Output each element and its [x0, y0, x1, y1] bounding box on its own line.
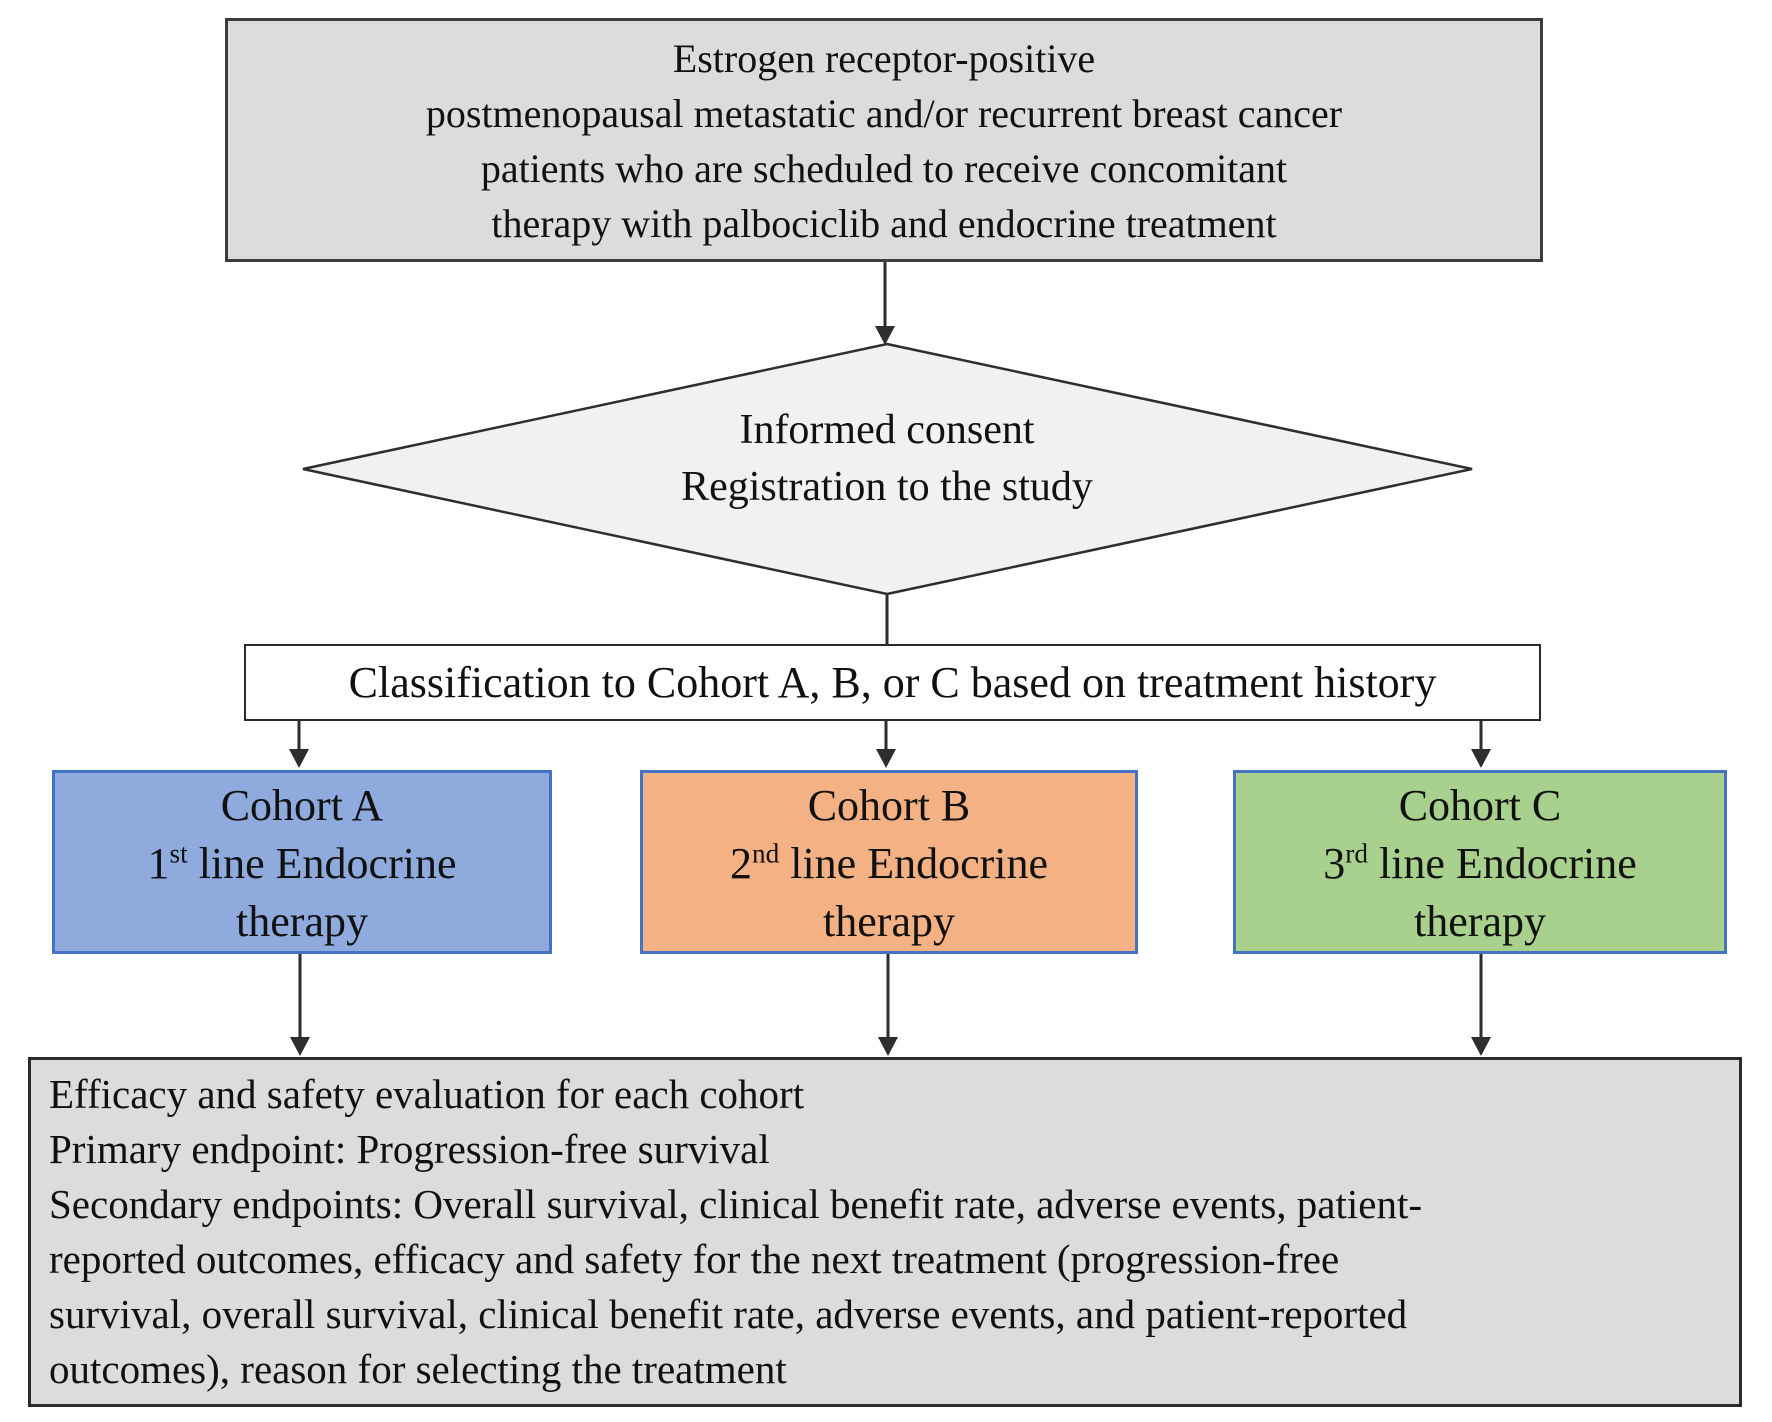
- cohort-c-title: Cohort C: [1398, 781, 1562, 830]
- arrowheads: [289, 326, 1491, 1056]
- population-line-2: postmenopausal metastatic and/or recurre…: [425, 91, 1343, 136]
- cohort-b-therapy-word: therapy: [823, 897, 955, 946]
- population-line-1: Estrogen receptor-positive: [672, 36, 1096, 81]
- cohort-b-ordinal-suffix: nd: [751, 838, 780, 869]
- arrowhead-a-to-evaluation: [290, 1037, 310, 1056]
- arrowhead-to-cohort-c: [1471, 749, 1491, 768]
- population-line-3: patients who are scheduled to receive co…: [480, 146, 1288, 191]
- arrowhead-to-cohort-a: [289, 749, 309, 768]
- evaluation-line-4: reported outcomes, efficacy and safety f…: [49, 1236, 1340, 1282]
- decision-line-2: Registration to the study: [681, 464, 1093, 510]
- arrowhead-c-to-evaluation: [1471, 1037, 1491, 1056]
- cohort-c-therapy-word: therapy: [1414, 897, 1546, 946]
- population-box: Estrogen receptor-positive postmenopausa…: [225, 18, 1543, 262]
- evaluation-box: Efficacy and safety evaluation for each …: [28, 1057, 1742, 1407]
- population-line-4: therapy with palbociclib and endocrine t…: [491, 201, 1277, 246]
- cohort-a-box: Cohort A 1st line Endocrine therapy: [52, 770, 552, 954]
- cohort-c-therapy-line: 3rd line Endocrine: [1323, 838, 1637, 888]
- cohort-a-therapy-word: therapy: [236, 897, 368, 946]
- decision-line-1: Informed consent: [739, 407, 1035, 453]
- evaluation-line-6: outcomes), reason for selecting the trea…: [49, 1346, 787, 1392]
- connector-lines: [297, 262, 1483, 1040]
- arrowhead-to-cohort-b: [876, 749, 896, 768]
- cohort-c-box: Cohort C 3rd line Endocrine therapy: [1233, 770, 1727, 954]
- classification-text: Classification to Cohort A, B, or C base…: [348, 658, 1437, 707]
- cohort-b-title: Cohort B: [807, 781, 971, 830]
- classification-box: Classification to Cohort A, B, or C base…: [244, 644, 1541, 721]
- decision-diamond-shape: [302, 342, 1473, 596]
- cohort-a-ordinal-suffix: st: [169, 838, 188, 869]
- arrowhead-b-to-evaluation: [878, 1037, 898, 1056]
- cohort-a-therapy-line: 1st line Endocrine: [147, 838, 457, 888]
- cohort-c-ordinal-suffix: rd: [1345, 838, 1368, 869]
- evaluation-line-2: Primary endpoint: Progression-free survi…: [49, 1126, 770, 1172]
- decision-diamond-label: Informed consent Registration to the stu…: [487, 402, 1287, 516]
- arrowhead-to-diamond: [875, 326, 895, 345]
- cohort-b-therapy-line: 2nd line Endocrine: [729, 838, 1049, 888]
- cohort-b-box: Cohort B 2nd line Endocrine therapy: [640, 770, 1138, 954]
- evaluation-line-5: survival, overall survival, clinical ben…: [49, 1291, 1408, 1337]
- evaluation-line-3: Secondary endpoints: Overall survival, c…: [49, 1181, 1422, 1227]
- evaluation-line-1: Efficacy and safety evaluation for each …: [49, 1071, 805, 1117]
- cohort-a-title: Cohort A: [220, 781, 384, 830]
